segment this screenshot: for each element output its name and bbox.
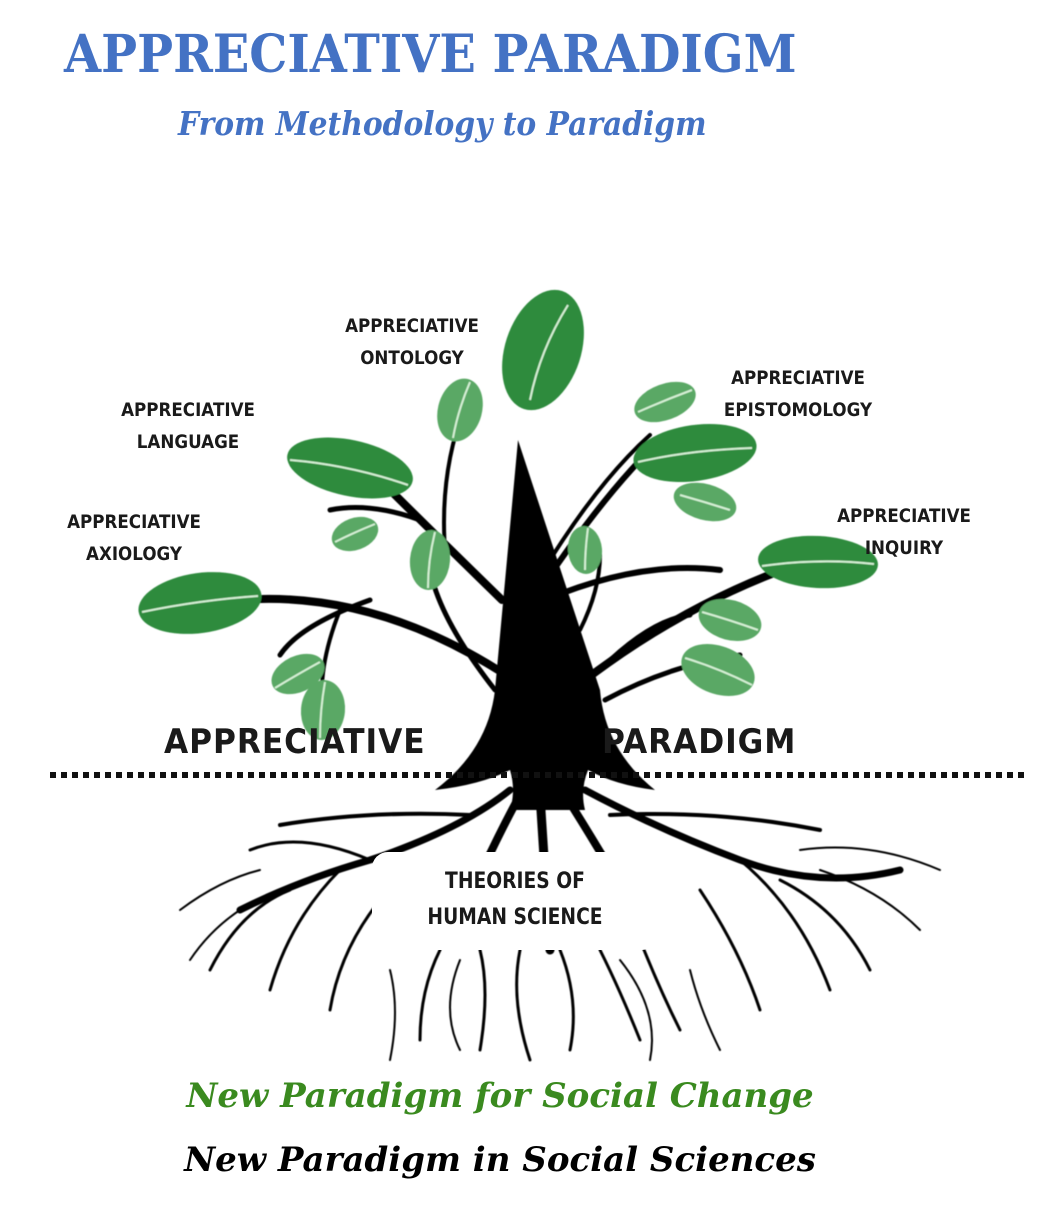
label-appreciative-ontology: APPRECIATIVE ONTOLOGY (333, 310, 491, 374)
tagline-social-sciences: New Paradigm in Social Sciences (184, 1140, 816, 1180)
ground-label-right: PARADIGM (602, 722, 797, 762)
tagline-social-change: New Paradigm for Social Change (186, 1076, 814, 1116)
label-line: EPISTOMOLOGY (723, 399, 873, 421)
label-line: THEORIES OF (445, 869, 585, 894)
label-line: APPRECIATIVE (67, 511, 201, 533)
label-appreciative-language: APPRECIATIVE LANGUAGE (109, 394, 267, 458)
tree-illustration-icon (138, 289, 941, 1062)
roots-label-box: THEORIES OF HUMAN SCIENCE (372, 852, 658, 950)
label-line: APPRECIATIVE (121, 399, 255, 421)
page-title: APPRECIATIVE PARADIGM (64, 24, 797, 85)
label-line: APPRECIATIVE (345, 315, 479, 337)
label-line: APPRECIATIVE (837, 505, 971, 527)
ground-line-divider (50, 772, 1025, 778)
label-line: LANGUAGE (136, 431, 240, 453)
label-line: INQUIRY (864, 537, 944, 559)
label-line: AXIOLOGY (85, 543, 183, 565)
label-appreciative-axiology: APPRECIATIVE AXIOLOGY (55, 506, 213, 570)
label-appreciative-epistomology: APPRECIATIVE EPISTOMOLOGY (710, 362, 886, 426)
tree-diagram: APPRECIATIVE ONTOLOGY APPRECIATIVE LANGU… (40, 270, 1040, 1070)
label-line: APPRECIATIVE (731, 367, 865, 389)
label-line: ONTOLOGY (360, 347, 464, 369)
ground-label-left: APPRECIATIVE (164, 722, 426, 762)
roots-label: THEORIES OF HUMAN SCIENCE (393, 864, 636, 936)
page-subtitle: From Methodology to Paradigm (178, 104, 707, 143)
label-line: HUMAN SCIENCE (427, 905, 603, 930)
label-appreciative-inquiry: APPRECIATIVE INQUIRY (825, 500, 983, 564)
